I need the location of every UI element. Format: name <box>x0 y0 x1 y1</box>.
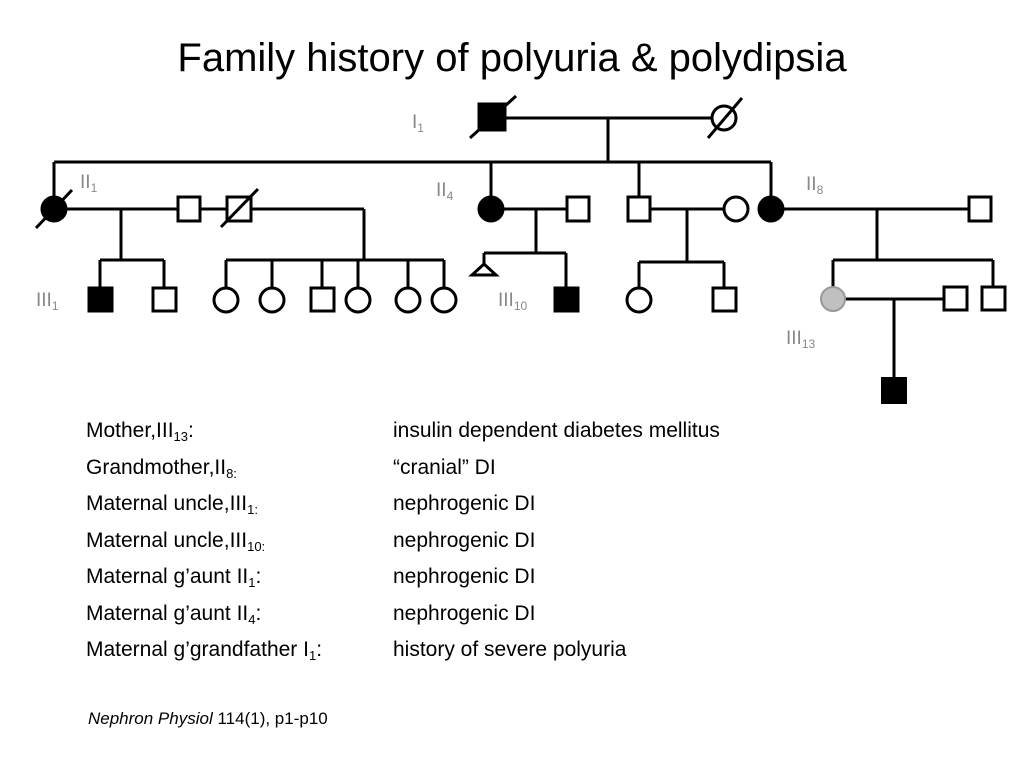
label-II8: II8 <box>806 174 824 197</box>
label-III13: III13 <box>786 328 816 351</box>
legend-person: Maternal g’grandfather I1: <box>86 638 323 663</box>
legend-person: Maternal uncle,III1: <box>86 492 258 517</box>
page-title: Family history of polyuria & polydipsia <box>177 36 847 80</box>
deceased-mark <box>34 188 74 230</box>
individual-IV1-affected-male <box>881 377 907 404</box>
pedigree-lines <box>52 116 995 377</box>
individual-II8-affected-female <box>757 195 785 223</box>
individual-II4-affected-female <box>477 195 505 223</box>
individual-II2-male <box>176 195 202 223</box>
legend-diagnosis: nephrogenic DI <box>393 601 536 625</box>
legend-person: Maternal g’aunt II1: <box>86 565 262 590</box>
legend-person: Maternal g’aunt II4: <box>86 601 262 627</box>
legend-diagnosis: nephrogenic DI <box>393 492 536 515</box>
label-I1: I1 <box>412 112 424 135</box>
legend-diagnosis: “cranial” DI <box>393 455 496 479</box>
legend-diagnosis: nephrogenic DI <box>393 528 536 552</box>
legend-person: Grandmother,II8: <box>86 455 237 481</box>
individual-II9-male <box>967 195 993 223</box>
individual-III2-male <box>151 286 178 313</box>
individual-III5-male <box>309 286 336 313</box>
individual-II5-male <box>565 195 591 223</box>
individual-II6-male <box>626 195 652 223</box>
individual-III8-female <box>430 286 458 314</box>
individual-III12-male <box>711 286 738 313</box>
label-II1: II1 <box>80 172 98 195</box>
individual-III3-female <box>212 286 240 314</box>
individual-III11-female <box>625 286 653 314</box>
label-III10: III10 <box>498 290 528 313</box>
individual-III9-pregnancy-loss <box>468 261 500 277</box>
legend-person: Mother,III13: <box>86 419 194 444</box>
deceased-mark <box>706 97 744 139</box>
legend-diagnosis: nephrogenic DI <box>393 565 536 588</box>
individual-III6-female <box>344 286 372 314</box>
individual-III7-female <box>394 286 422 314</box>
citation: Nephron Physiol 114(1), p1-p10 <box>88 709 328 729</box>
individual-III1-affected-male <box>87 286 114 313</box>
label-II4: II4 <box>436 180 454 203</box>
individual-III10-affected-male <box>553 286 580 313</box>
legend-diagnosis: insulin dependent diabetes mellitus <box>393 419 720 442</box>
individual-III4-female <box>258 286 286 314</box>
deceased-mark <box>468 94 518 140</box>
citation-details: 114(1), p1-p10 <box>212 709 328 728</box>
citation-journal: Nephron Physiol <box>88 709 213 728</box>
label-III1: III1 <box>36 290 59 313</box>
legend-diagnosis: history of severe polyuria <box>393 638 627 661</box>
pedigree-chart <box>34 94 1007 404</box>
legend-person: Maternal uncle,III10: <box>86 528 266 554</box>
individual-III14-male <box>942 285 969 312</box>
deceased-mark <box>219 187 260 229</box>
individual-III15-male <box>980 285 1007 312</box>
individual-III13-female-grey <box>820 286 846 312</box>
individual-II7-female <box>722 195 750 223</box>
